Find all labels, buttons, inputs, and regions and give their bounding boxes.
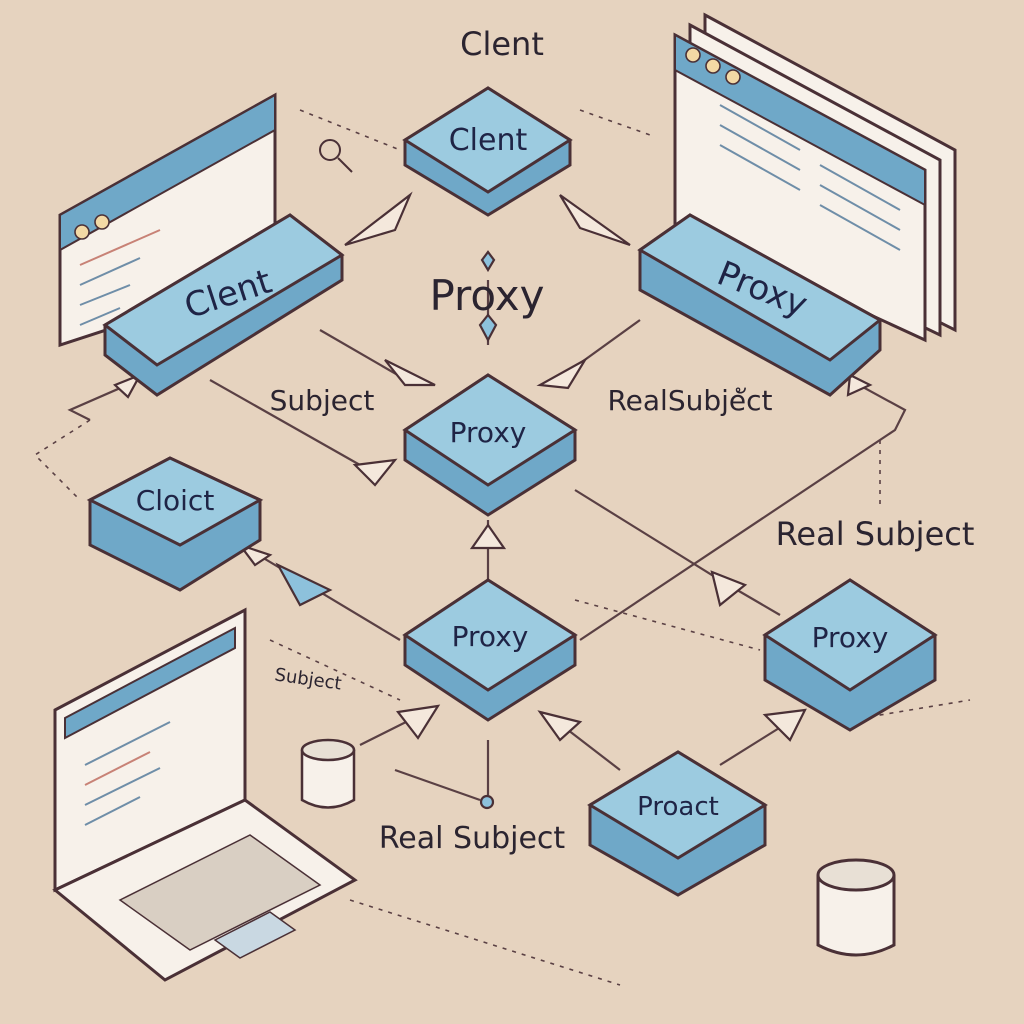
node-center: Proxy xyxy=(402,373,578,517)
node-left-upper: Clent xyxy=(102,213,345,397)
arrow-blue-left xyxy=(275,562,333,607)
document-stack-right xyxy=(673,12,957,343)
node-right-lower: Proxy xyxy=(762,578,938,732)
cup-left-icon xyxy=(300,738,356,809)
node-top: Clent xyxy=(402,86,573,217)
label-real-subject-bottom: Real Subject xyxy=(379,821,566,856)
label-realsubject-right: RealSubjeัct xyxy=(607,384,772,417)
arrow-up-lower-center xyxy=(469,523,507,550)
arrow-to-right-lower xyxy=(710,570,748,607)
arrow-to-left-mid xyxy=(237,542,273,567)
node-top-label: Clent xyxy=(449,123,528,158)
label-top-title: Clent xyxy=(460,25,544,63)
arrow-to-center-lowerleft xyxy=(352,458,398,487)
node-left-mid-label: Cloict xyxy=(136,484,215,517)
arrow-to-lower-center-right xyxy=(537,710,583,742)
arrow-small-left-node xyxy=(112,372,143,399)
label-real-subject-mid: Real Subject xyxy=(776,515,975,553)
cup-right-icon xyxy=(816,858,896,957)
node-lower-center: Proxy xyxy=(402,578,578,722)
arrow-small-right-node xyxy=(846,373,873,397)
node-lower-center-label: Proxy xyxy=(452,620,529,653)
arrow-to-center-left xyxy=(384,359,436,387)
magnifier-icon xyxy=(319,139,353,173)
arrow-blue-center-top xyxy=(478,313,498,343)
arrow-to-right-lower-bottom xyxy=(762,708,807,742)
node-right-lower-label: Proxy xyxy=(812,621,889,654)
arrow-to-top-right xyxy=(559,194,631,247)
label-subject-small: Subject xyxy=(273,664,343,694)
label-subject-left: Subject xyxy=(270,384,375,417)
node-bottom-center-label: Proact xyxy=(637,792,719,822)
node-center-label: Proxy xyxy=(450,416,527,449)
node-left-mid: Cloict xyxy=(86,456,264,592)
arrow-to-center-right xyxy=(536,357,589,390)
arrow-to-lower-center-left xyxy=(395,704,441,740)
arrow-heads xyxy=(112,191,873,810)
laptop-icon xyxy=(52,607,358,982)
node-bottom-center: Proact xyxy=(587,750,768,897)
arrow-to-top-left xyxy=(344,191,413,247)
label-center-title: Proxy xyxy=(429,271,544,320)
arrow-blue-center-upper xyxy=(480,250,496,273)
junction-dot xyxy=(479,794,495,810)
